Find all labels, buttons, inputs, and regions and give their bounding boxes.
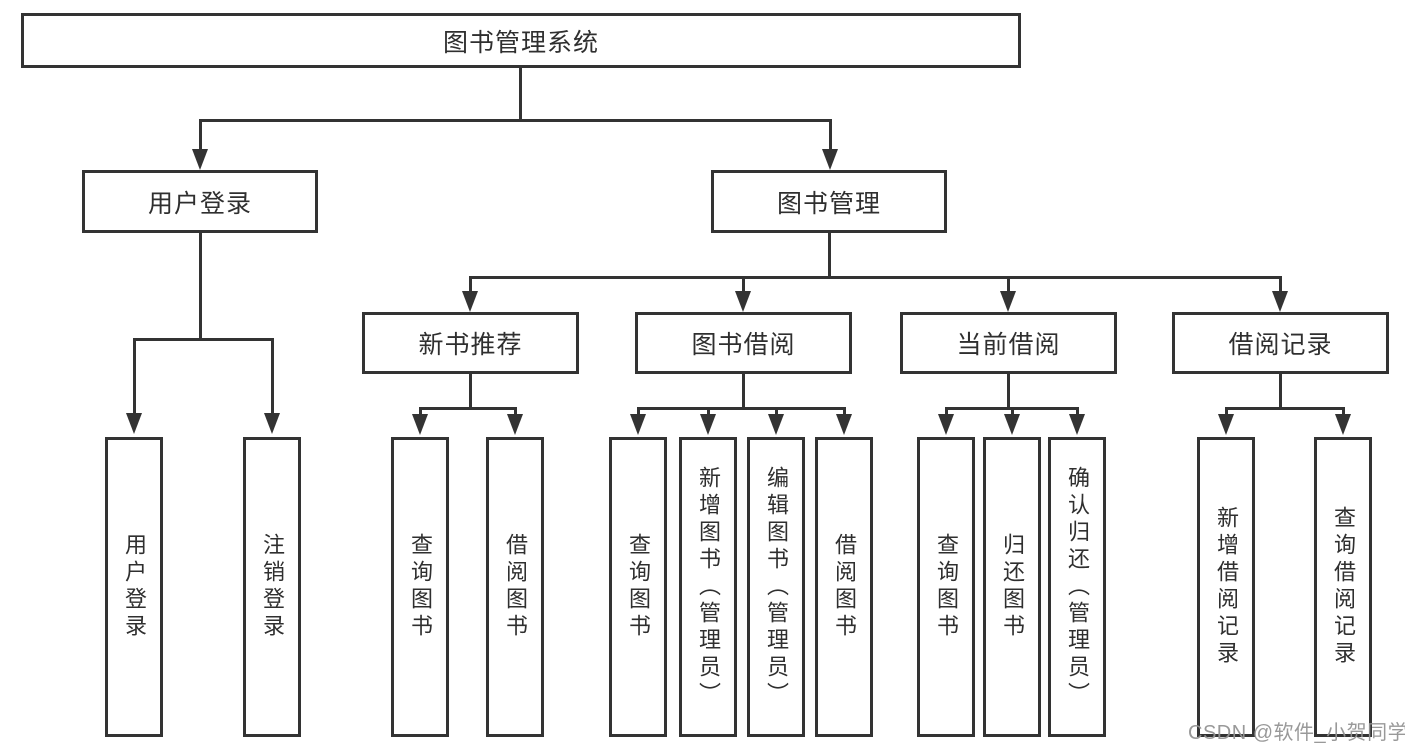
leaf-borrow-add-books-admin: 新增图书（管理员） xyxy=(679,437,737,737)
connector-shaft xyxy=(1225,407,1228,416)
leaf-label: 借阅图书 xyxy=(503,533,528,641)
leaf-logout-login: 注销登录 xyxy=(243,437,301,737)
arrowhead-down-icon xyxy=(1000,291,1016,312)
connector-branch xyxy=(1225,407,1344,410)
leaf-label: 查询借阅记录 xyxy=(1331,506,1356,668)
connector-shaft xyxy=(637,407,640,416)
leaf-borrow-edit-books-admin: 编辑图书（管理员） xyxy=(747,437,805,737)
node-label: 借阅记录 xyxy=(1228,331,1333,359)
arrowhead-down-icon xyxy=(1335,414,1351,435)
connector-shaft xyxy=(514,407,517,416)
arrowhead-down-icon xyxy=(700,414,716,435)
arrowhead-down-icon xyxy=(1218,414,1234,435)
connector-stub xyxy=(742,374,745,407)
arrowhead-down-icon xyxy=(264,413,280,434)
connector-shaft xyxy=(829,119,832,152)
leaf-label: 查询图书 xyxy=(934,533,959,641)
node-borrowing-records: 借阅记录 xyxy=(1172,312,1389,374)
connector-stub xyxy=(1279,374,1282,407)
arrowhead-down-icon xyxy=(462,291,478,312)
connector-book-management-branch xyxy=(469,276,1281,279)
node-label: 用户登录 xyxy=(147,189,252,218)
leaf-label: 借阅图书 xyxy=(832,533,857,641)
leaf-label: 编辑图书（管理员） xyxy=(764,465,789,709)
connector-shaft xyxy=(945,407,948,416)
connector-shaft xyxy=(469,276,472,293)
arrowhead-down-icon xyxy=(836,414,852,435)
leaf-label: 查询图书 xyxy=(626,533,651,641)
arrowhead-down-icon xyxy=(768,414,784,435)
connector-shaft xyxy=(133,338,136,415)
connector-stub xyxy=(469,374,472,407)
leaf-label: 确认归还（管理员） xyxy=(1065,465,1090,709)
arrowhead-down-icon xyxy=(126,413,142,434)
node-current-borrowing: 当前借阅 xyxy=(900,312,1117,374)
connector-root-stub xyxy=(519,68,522,119)
arrowhead-down-icon xyxy=(412,414,428,435)
arrowhead-down-icon xyxy=(507,414,523,435)
connector-shaft xyxy=(775,407,778,416)
connector-shaft xyxy=(742,276,745,293)
leaf-recommend-query-books: 查询图书 xyxy=(391,437,449,737)
connector-shaft xyxy=(707,407,710,416)
arrowhead-down-icon xyxy=(630,414,646,435)
leaf-records-add-borrow-record: 新增借阅记录 xyxy=(1197,437,1255,737)
connector-shaft xyxy=(199,119,202,152)
leaf-label: 用户登录 xyxy=(122,533,147,641)
node-label: 图书管理系统 xyxy=(442,28,599,57)
connector-branch xyxy=(637,407,845,410)
connector-shaft xyxy=(843,407,846,416)
connector-shaft xyxy=(1342,407,1345,416)
leaf-records-query-borrow-record: 查询借阅记录 xyxy=(1314,437,1372,737)
connector-shaft xyxy=(1076,407,1079,416)
node-label: 当前借阅 xyxy=(956,331,1061,359)
connector-branch xyxy=(419,407,516,410)
leaf-label: 注销登录 xyxy=(260,533,285,641)
leaf-borrow-query-books: 查询图书 xyxy=(609,437,667,737)
connector-shaft xyxy=(1011,407,1014,416)
leaf-label: 归还图书 xyxy=(1000,533,1025,641)
connector-shaft xyxy=(419,407,422,416)
arrowhead-down-icon xyxy=(192,149,208,170)
node-library-management-system: 图书管理系统 xyxy=(21,13,1021,68)
leaf-borrow-borrow-books: 借阅图书 xyxy=(815,437,873,737)
arrowhead-down-icon xyxy=(938,414,954,435)
leaf-recommend-borrow-books: 借阅图书 xyxy=(486,437,544,737)
connector-shaft xyxy=(271,338,274,415)
connector-root-branch xyxy=(199,119,831,122)
arrowhead-down-icon xyxy=(1069,414,1085,435)
node-book-borrowing: 图书借阅 xyxy=(635,312,852,374)
leaf-current-confirm-return-admin: 确认归还（管理员） xyxy=(1048,437,1106,737)
leaf-current-return-books: 归还图书 xyxy=(983,437,1041,737)
node-label: 新书推荐 xyxy=(418,331,523,359)
connector-user-login-stub xyxy=(199,233,202,340)
leaf-label: 新增图书（管理员） xyxy=(696,465,721,709)
connector-user-login-branch xyxy=(133,338,273,341)
arrowhead-down-icon xyxy=(1004,414,1020,435)
leaf-current-query-books: 查询图书 xyxy=(917,437,975,737)
connector-stub xyxy=(1007,374,1010,407)
node-label: 图书借阅 xyxy=(691,331,796,359)
leaf-user-login: 用户登录 xyxy=(105,437,163,737)
watermark: CSDN @软件_小贺同学 xyxy=(1188,722,1405,744)
leaf-label: 查询图书 xyxy=(408,533,433,641)
node-book-management: 图书管理 xyxy=(711,170,947,233)
arrowhead-down-icon xyxy=(735,291,751,312)
arrowhead-down-icon xyxy=(1272,291,1288,312)
leaf-label: 新增借阅记录 xyxy=(1214,506,1239,668)
connector-shaft xyxy=(1279,276,1282,293)
node-new-book-recommendation: 新书推荐 xyxy=(362,312,579,374)
node-user-login: 用户登录 xyxy=(82,170,318,233)
connector-shaft xyxy=(1007,276,1010,293)
connector-book-management-stub xyxy=(828,233,831,278)
node-label: 图书管理 xyxy=(776,189,881,218)
arrowhead-down-icon xyxy=(822,149,838,170)
